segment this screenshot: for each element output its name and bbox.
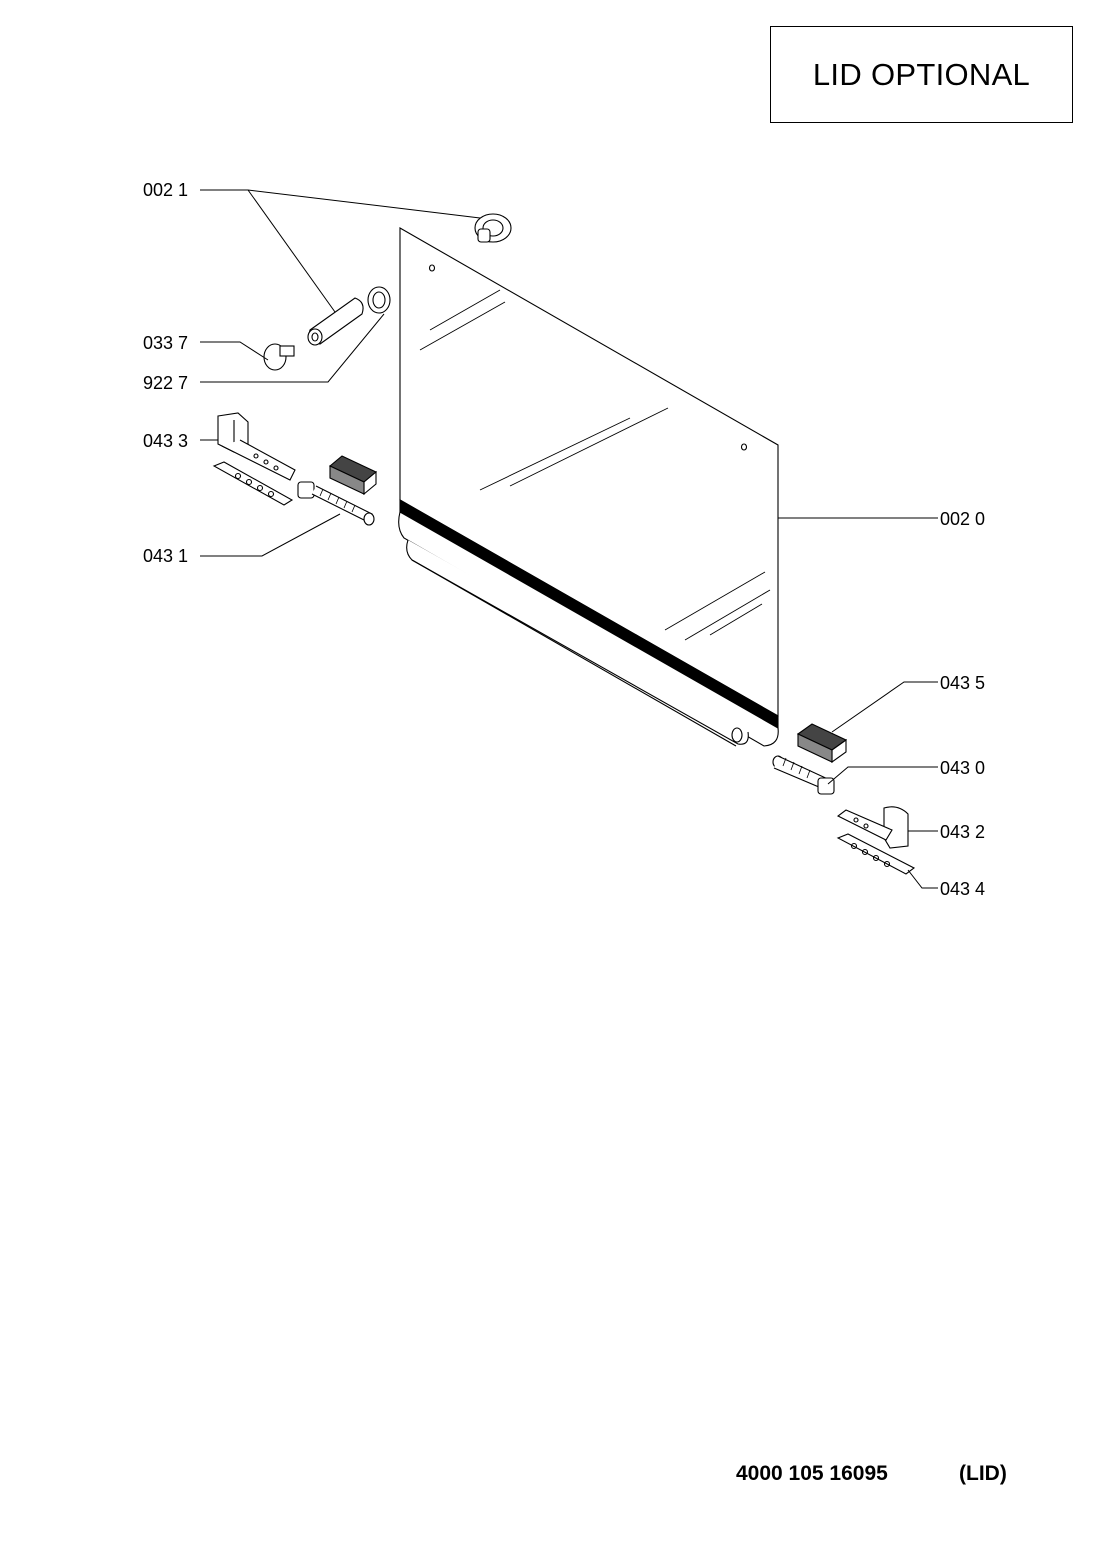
knob-0337 [263, 343, 295, 371]
washer-0021 [474, 213, 512, 243]
ring-9227 [367, 286, 391, 314]
lid-hinge-rail [398, 499, 779, 747]
hinge-right-0432 [836, 806, 909, 849]
felt-block-left [328, 455, 378, 496]
callout-0430: 043 0 [940, 758, 986, 778]
footer-variant: (LID) [959, 1462, 1007, 1485]
callout-0431: 043 1 [143, 546, 189, 566]
diagram-title: LID OPTIONAL [812, 56, 1031, 92]
spring-pin-right [772, 755, 835, 795]
felt-block-right [796, 723, 848, 764]
callout-0434: 043 4 [940, 879, 986, 899]
footer-part-number: 4000 105 16095 [736, 1462, 888, 1485]
hinge-left-0433 [217, 412, 296, 481]
leader-lines [200, 189, 938, 889]
callout-0435: 043 5 [940, 673, 986, 693]
plate-right-0434 [836, 833, 916, 875]
callout-0021: 002 1 [143, 180, 189, 200]
plate-left [212, 461, 294, 506]
callout-0432: 043 2 [940, 822, 986, 842]
sleeve-0021 [307, 297, 364, 346]
callout-9227: 922 7 [143, 373, 189, 393]
spring-pin-left [297, 481, 375, 526]
callout-0433: 043 3 [143, 431, 189, 451]
callout-0337: 033 7 [143, 333, 189, 353]
callout-0020: 002 0 [940, 509, 986, 529]
title-box: LID OPTIONAL [770, 26, 1073, 123]
